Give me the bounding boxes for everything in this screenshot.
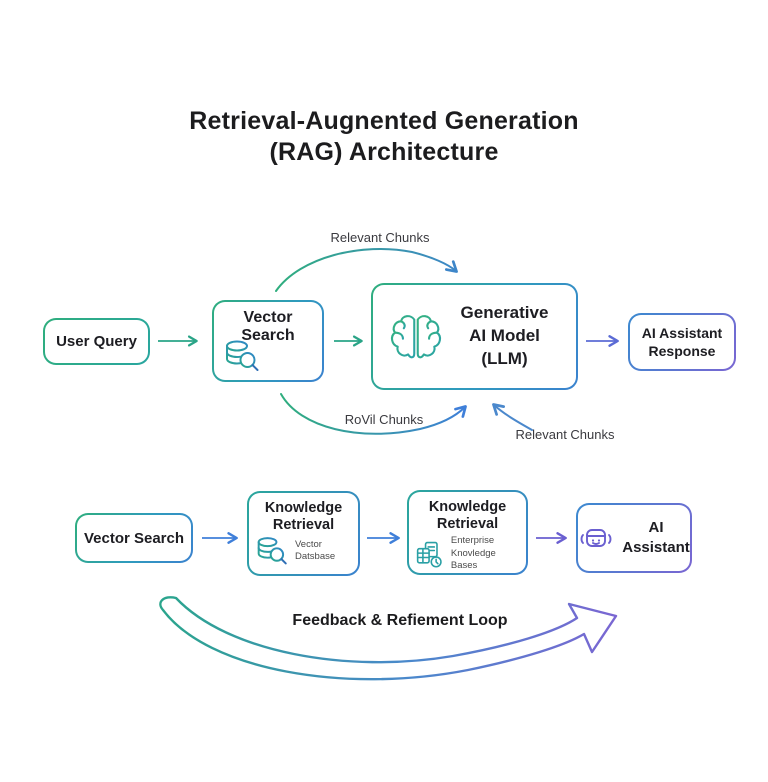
label-relevant-chunks-right: Relevant Chunks — [515, 427, 615, 442]
vector-search-bottom-label: Vector Search — [83, 529, 185, 547]
assistant-label-line1: AI — [648, 518, 664, 536]
page-title: Retrieval-Augnented Generation (RAG) Arc… — [0, 106, 768, 168]
box-generative-ai-model: Generative AI Model (LLM) — [371, 283, 578, 390]
box-ai-assistant: AI Assistant — [576, 503, 692, 573]
feedback-loop-arrow — [159, 596, 618, 681]
assistant-label-line2: Assistant — [622, 539, 690, 556]
kr2-title: Knowledge Retrieval — [428, 499, 507, 532]
kr1-subtitle-line2: Datsbase — [295, 551, 336, 563]
box-user-query: User Query — [43, 318, 150, 365]
database-search-icon — [257, 537, 287, 565]
llm-label-line2: AI Model — [469, 326, 540, 346]
page-title-line1: Retrieval-Augnented Generation — [189, 107, 579, 135]
kr2-subtitle-line1: Enterprise — [450, 535, 495, 547]
brain-icon — [390, 314, 442, 358]
kr1-title: Knowledge Retrieval — [264, 500, 343, 533]
box-vector-search-bottom: Vector Search — [75, 513, 193, 563]
label-rovil-chunks: RoVil Chunks — [344, 412, 424, 427]
response-label-line1: AI Assistant — [641, 324, 723, 341]
database-search-icon — [226, 340, 259, 371]
label-feedback-loop: Feedback & Refiement Loop — [292, 612, 508, 629]
box-ai-assistant-response: AI Assistant Response — [628, 313, 736, 371]
box-knowledge-retrieval-2: Knowledge Retrieval Enterprise Knovledge… — [407, 490, 528, 575]
label-relevant-chunks-top: Relevant Chunks — [330, 230, 430, 245]
box-knowledge-retrieval-1: Knowledge Retrieval Vector — [247, 491, 360, 576]
page-title-line2: (RAG) Architecture — [269, 138, 499, 166]
user-query-label: User Query — [56, 333, 137, 350]
box-vector-search-top: Vector Search — [212, 300, 324, 382]
response-label-line2: Response — [648, 343, 716, 359]
llm-label-line1: Generative — [460, 303, 549, 323]
enterprise-documents-icon — [416, 541, 442, 568]
kr2-subtitle-line2: Knovledge Bases — [450, 547, 496, 572]
kr1-subtitle-line1: Vector — [295, 539, 322, 550]
llm-label-line3: (LLM) — [481, 348, 528, 368]
robot-head-icon — [580, 529, 612, 547]
vector-search-top-label: Vector Search — [241, 309, 295, 345]
